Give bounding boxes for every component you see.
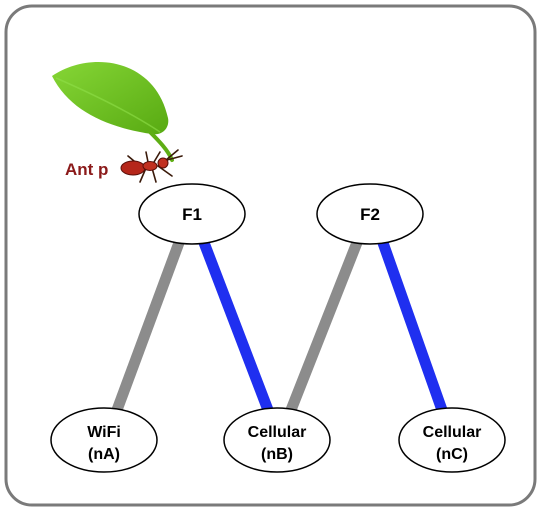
link-f2-nb — [285, 237, 364, 413]
node-f2: F2 — [316, 183, 424, 245]
node-na-line1: WiFi — [87, 424, 121, 441]
ant-icon — [120, 149, 183, 183]
node-nb: Cellular (nB) — [223, 407, 331, 473]
node-nb-line1: Cellular — [248, 424, 307, 441]
node-na-line2: (nA) — [88, 446, 120, 463]
node-nc-line1: Cellular — [423, 424, 482, 441]
leaf-icon — [52, 61, 174, 162]
node-nc-line2: (nC) — [436, 446, 468, 463]
link-f2-nc — [376, 238, 448, 412]
node-f1-label: F1 — [182, 205, 202, 224]
node-nb-line2: (nB) — [261, 446, 293, 463]
ant-label: Ant p — [65, 160, 108, 179]
link-f1-nb — [197, 238, 274, 412]
node-f2-label: F2 — [360, 205, 380, 224]
node-f1: F1 — [138, 183, 246, 245]
link-f1-na — [111, 238, 186, 412]
node-na: WiFi (nA) — [50, 407, 158, 473]
node-nc: Cellular (nC) — [398, 407, 506, 473]
